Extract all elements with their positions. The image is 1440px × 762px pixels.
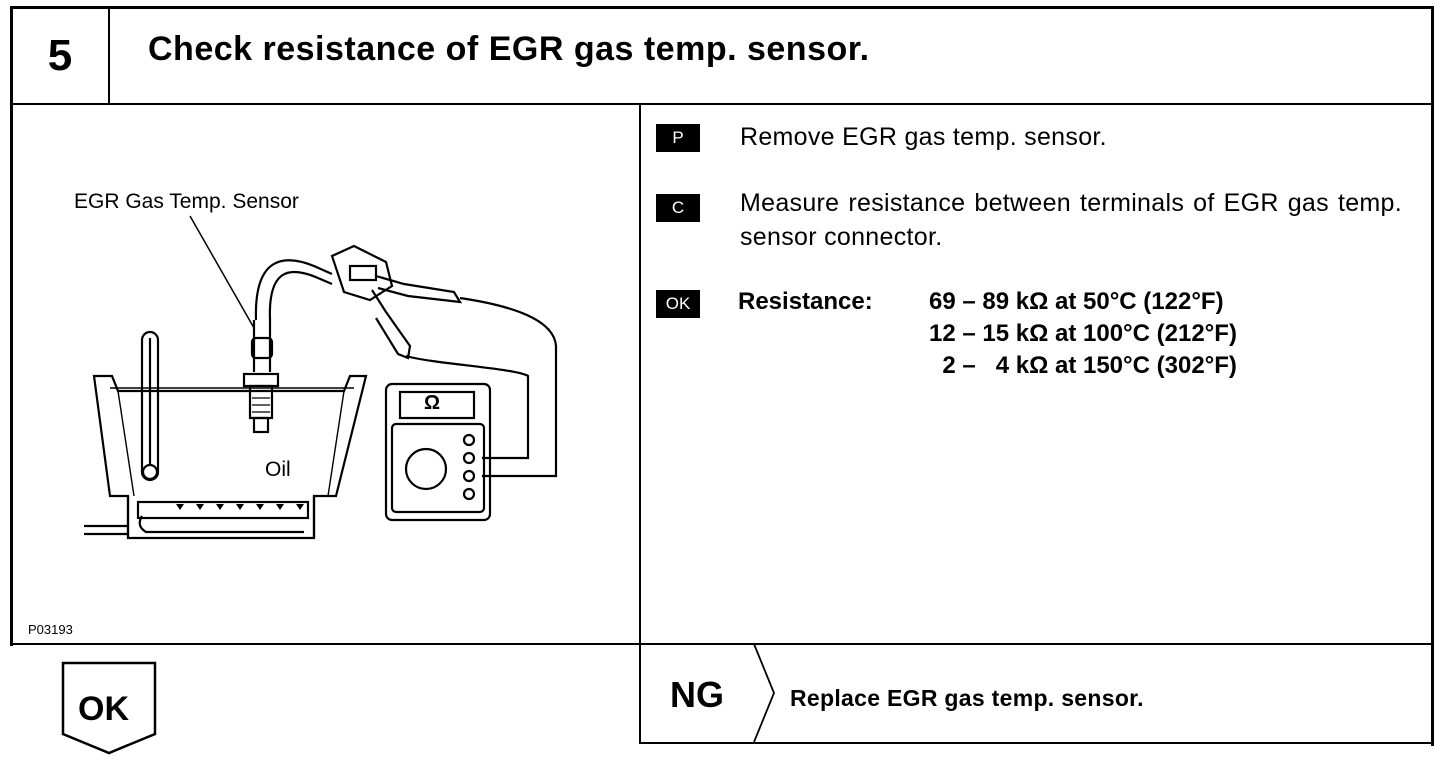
step-title: Check resistance of EGR gas temp. sensor… <box>148 30 870 68</box>
ng-top <box>639 643 1434 645</box>
ok-label: OK <box>78 690 129 728</box>
oil-label: Oil <box>265 458 291 481</box>
frame-top <box>10 6 1434 9</box>
center-divider <box>639 104 641 744</box>
instruction-measure: Measure resistance between terminals of … <box>740 189 1402 251</box>
step-divider <box>108 6 110 104</box>
header-divider <box>10 103 1434 105</box>
figure-code: P03193 <box>28 622 73 637</box>
step-number: 5 <box>47 31 73 80</box>
frame-right <box>1431 6 1434 746</box>
ng-bottom <box>639 742 1434 744</box>
ok-arrow-box[interactable] <box>60 660 160 756</box>
test-setup-diagram <box>84 215 558 540</box>
frame-left <box>10 6 13 646</box>
sensor-label: EGR Gas Temp. Sensor <box>74 190 299 213</box>
instruction-remove: Remove EGR gas temp. sensor. <box>740 123 1107 151</box>
tag-p: P <box>656 124 700 152</box>
figure-bottom <box>10 643 642 645</box>
spec-label: Resistance: <box>738 288 873 315</box>
tag-c: C <box>656 194 700 222</box>
ohm-symbol: Ω <box>424 392 441 414</box>
ng-action: Replace EGR gas temp. sensor. <box>790 685 1144 711</box>
tag-ok: OK <box>656 290 700 318</box>
spec-row-2: 12 – 15 kΩ at 100°C (212°F) <box>929 320 1237 347</box>
ng-chevron <box>753 644 775 742</box>
spec-row-3: 2 – 4 kΩ at 150°C (302°F) <box>929 352 1237 379</box>
spec-row-1: 69 – 89 kΩ at 50°C (122°F) <box>929 288 1224 315</box>
ng-label: NG <box>670 674 724 715</box>
